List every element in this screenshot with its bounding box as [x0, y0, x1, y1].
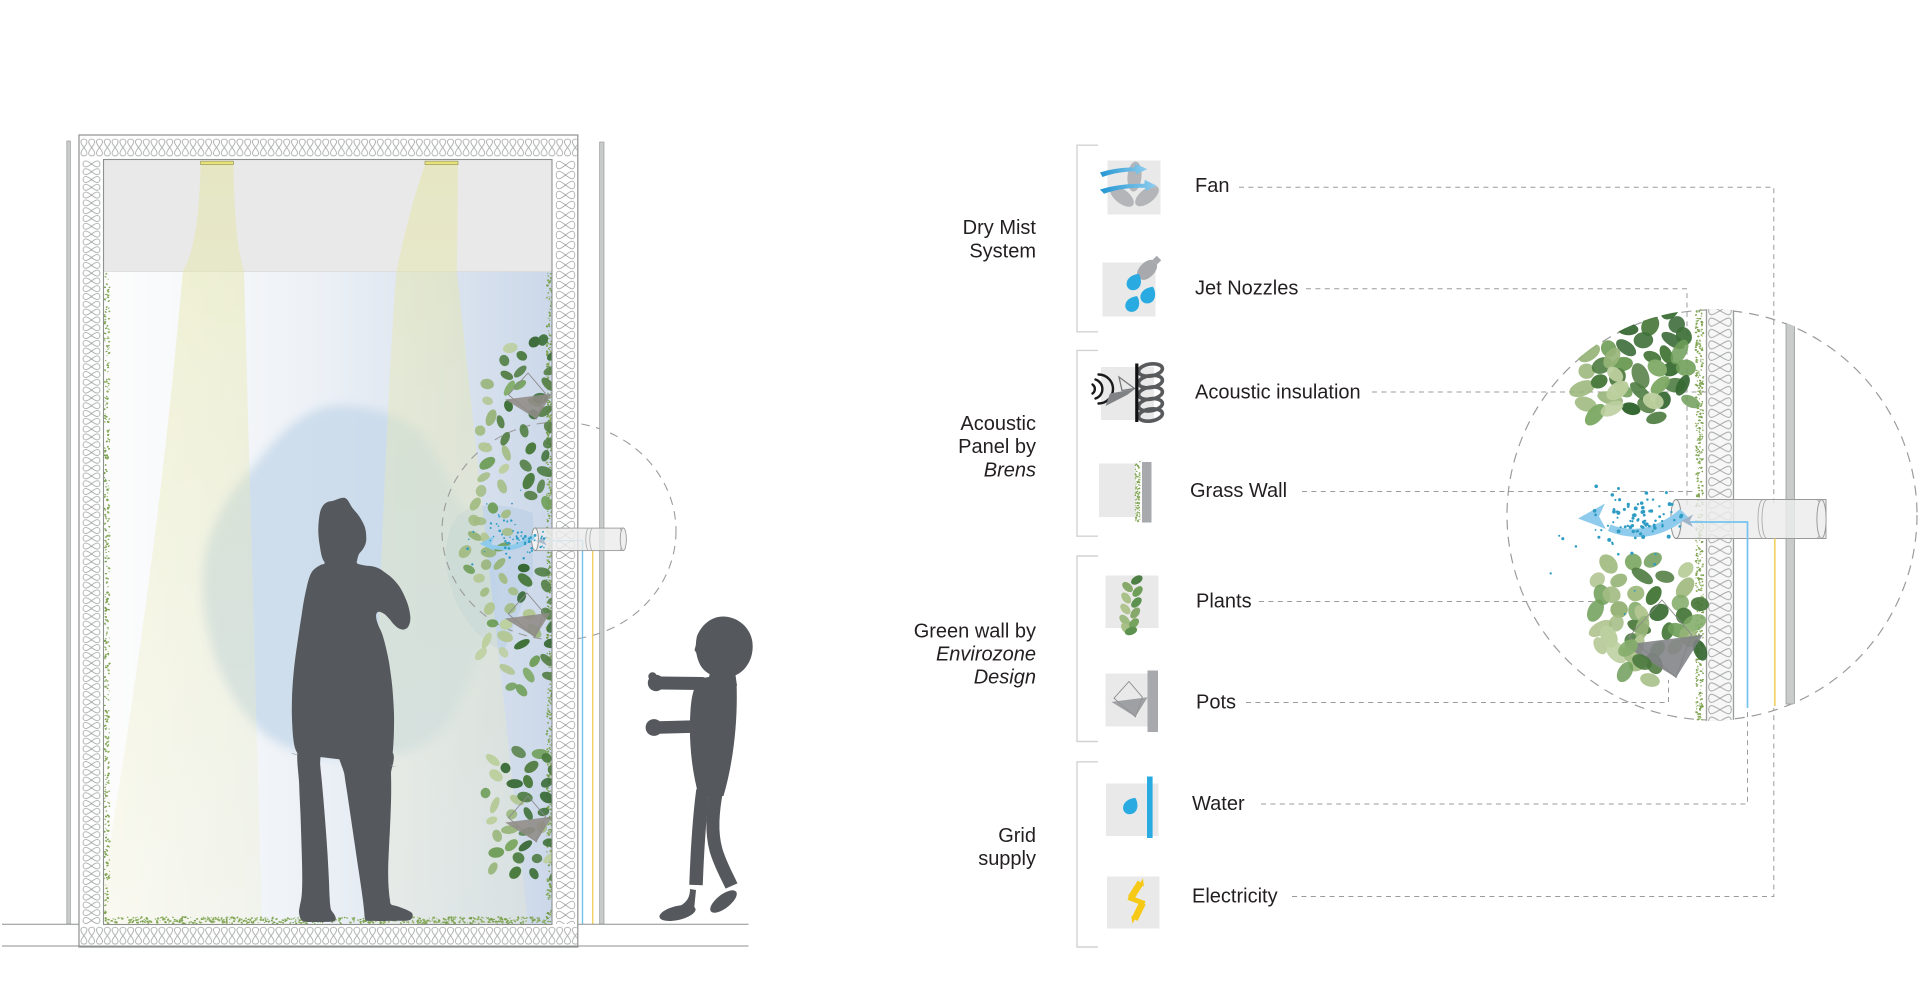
svg-text:Acoustic insulation: Acoustic insulation [1195, 382, 1361, 404]
svg-text:System: System [969, 241, 1036, 263]
svg-text:Pots: Pots [1196, 692, 1236, 714]
svg-text:Water: Water [1192, 793, 1245, 815]
svg-text:Dry Mist: Dry Mist [963, 217, 1037, 239]
svg-text:Envirozone: Envirozone [936, 644, 1036, 666]
svg-text:Design: Design [974, 667, 1036, 689]
svg-text:Grid: Grid [998, 825, 1036, 847]
svg-text:Grass Wall: Grass Wall [1190, 480, 1287, 502]
svg-text:Green wall by: Green wall by [914, 621, 1036, 643]
svg-text:Acoustic: Acoustic [960, 413, 1036, 435]
svg-text:supply: supply [978, 848, 1036, 870]
svg-text:Panel by: Panel by [958, 436, 1036, 458]
svg-text:Jet Nozzles: Jet Nozzles [1195, 278, 1298, 300]
svg-text:Plants: Plants [1196, 591, 1252, 613]
svg-text:Brens: Brens [984, 460, 1036, 482]
svg-text:Fan: Fan [1195, 175, 1229, 197]
svg-text:Electricity: Electricity [1192, 886, 1278, 908]
